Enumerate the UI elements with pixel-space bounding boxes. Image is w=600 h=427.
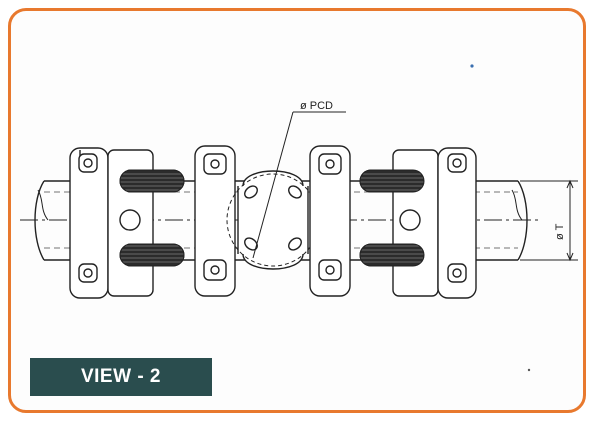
t-label: ø T bbox=[554, 223, 566, 240]
speck bbox=[527, 368, 531, 372]
bolt-bottom-right bbox=[359, 243, 425, 267]
left-middle-lug bbox=[194, 145, 236, 297]
pcd-label: ø PCD bbox=[300, 100, 333, 112]
pcd-callout: ø PCD bbox=[252, 100, 346, 259]
right-middle-lug bbox=[309, 145, 351, 297]
pcd-ring bbox=[226, 170, 320, 270]
bolt-bottom-left bbox=[119, 243, 185, 267]
t-dimension bbox=[520, 179, 578, 262]
bolt-top-left bbox=[119, 169, 185, 193]
bolt-top-right bbox=[359, 169, 425, 193]
view-label: VIEW - 2 bbox=[30, 358, 212, 396]
speck bbox=[470, 64, 474, 68]
